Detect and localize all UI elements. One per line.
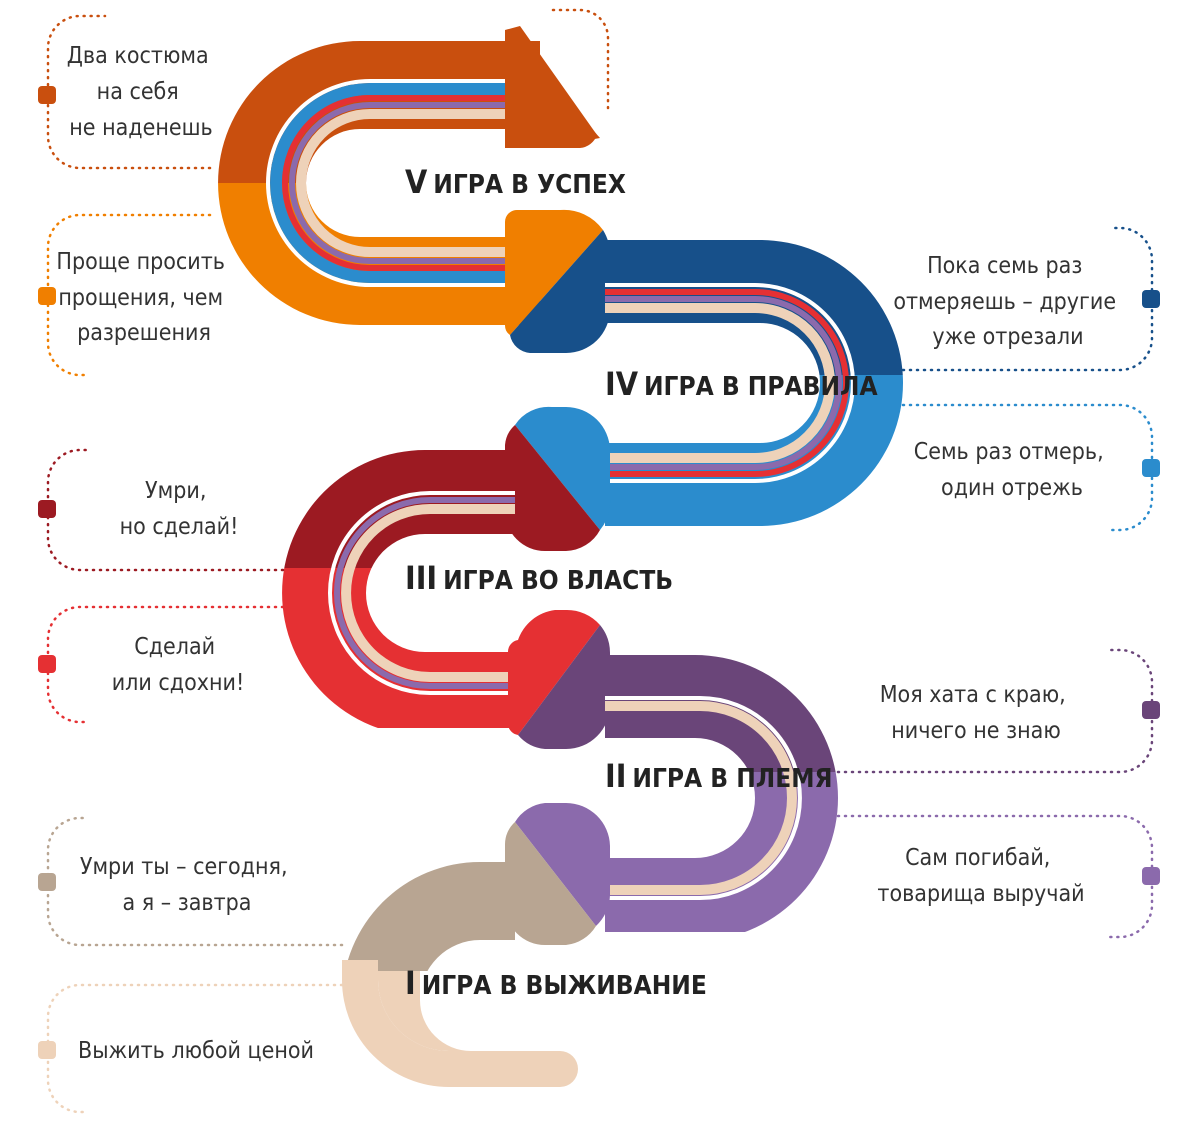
connector-2-1 xyxy=(504,803,610,945)
connector-3-2 xyxy=(507,609,611,749)
stage-3-stripe-white xyxy=(328,491,515,695)
callout-line-5-top xyxy=(551,8,610,110)
connector-2-1-light xyxy=(515,803,610,926)
stage-4-stripe-3 xyxy=(605,289,849,477)
stage-5-band xyxy=(218,26,600,325)
marker-3-light xyxy=(38,655,56,673)
stage-3-stripe-1 xyxy=(341,504,515,682)
connector-2-1-dark xyxy=(504,822,596,945)
stage-4-stripe-1 xyxy=(605,303,835,463)
marker-2-dark xyxy=(1142,701,1160,719)
connector-3-2-dark xyxy=(518,625,611,749)
connector-4-3-dark xyxy=(505,425,600,551)
stage-5-stripe-4 xyxy=(270,83,508,283)
connector-5-4 xyxy=(504,209,611,353)
marker-4-light xyxy=(1142,459,1160,477)
marker-3-dark xyxy=(38,500,56,518)
saying-2-light: Сам погибай, товарища выручай xyxy=(877,845,1084,907)
stage-2-stripe-1 xyxy=(605,701,797,895)
saying-2-dark: Моя хата с краю, ничего не знаю xyxy=(880,682,1073,744)
stage-5-stripe-1 xyxy=(296,109,508,257)
marker-2-light xyxy=(1142,867,1160,885)
marker-4-dark xyxy=(1142,290,1160,308)
callout-line-3-dark xyxy=(46,448,285,572)
connector-5-4-dark xyxy=(510,230,611,353)
stage-5-stripe-white xyxy=(266,79,508,287)
stage-1-band xyxy=(342,862,578,1087)
stage-5-arrow-head-round xyxy=(505,26,597,148)
stage-1-dark-band xyxy=(345,862,515,971)
marker-5-light xyxy=(38,287,56,305)
callout-markers xyxy=(38,86,1160,1059)
marker-1-light xyxy=(38,1041,56,1059)
saying-3-dark: Умри, но сделай! xyxy=(120,478,239,540)
stage-1-light-fill xyxy=(342,971,471,1051)
callout-line-3-light xyxy=(46,605,285,724)
callout-line-2-light xyxy=(836,814,1154,939)
stage-1-light-band xyxy=(342,960,578,1087)
stage-4-stripe-2 xyxy=(605,296,842,470)
callout-line-2-dark xyxy=(836,648,1154,774)
stage-3-stripe-2 xyxy=(334,497,515,689)
stage-3-dark-band xyxy=(284,450,515,568)
connector-5-4-light xyxy=(504,209,603,335)
connector-3-2-light xyxy=(507,609,600,735)
saying-4-light: Семь раз отмерь, один отрежь xyxy=(914,439,1111,501)
callout-line-4-light xyxy=(901,403,1154,532)
stage-4-band xyxy=(605,240,903,526)
saying-1-light: Выжить любой ценой xyxy=(78,1038,314,1064)
marker-5-dark xyxy=(38,86,56,104)
connector-4-3 xyxy=(505,406,611,551)
callout-line-1-dark xyxy=(46,816,344,947)
stage-5-stripe-3 xyxy=(282,95,508,271)
stage-2-stripe-white xyxy=(605,696,802,900)
connector-4-3-light xyxy=(515,406,611,530)
saying-4-dark: Пока семь раз отмеряешь – другие уже отр… xyxy=(893,253,1122,350)
saying-3-light: Сделай или сдохни! xyxy=(112,634,245,696)
saying-5-light: Проще просить прощения, чем разрешения xyxy=(56,249,231,346)
stage-5-stripe-2 xyxy=(289,102,508,264)
stage-2-band xyxy=(605,655,838,932)
callout-line-4-dark xyxy=(901,226,1154,372)
saying-5-dark: Два костюма на себя не наденешь xyxy=(67,43,216,141)
saying-1-dark: Умри ты – сегодня, а я – завтра xyxy=(80,854,294,916)
marker-1-dark xyxy=(38,873,56,891)
stage-3-band xyxy=(282,450,515,728)
stage-4-stripe-white xyxy=(605,283,855,483)
